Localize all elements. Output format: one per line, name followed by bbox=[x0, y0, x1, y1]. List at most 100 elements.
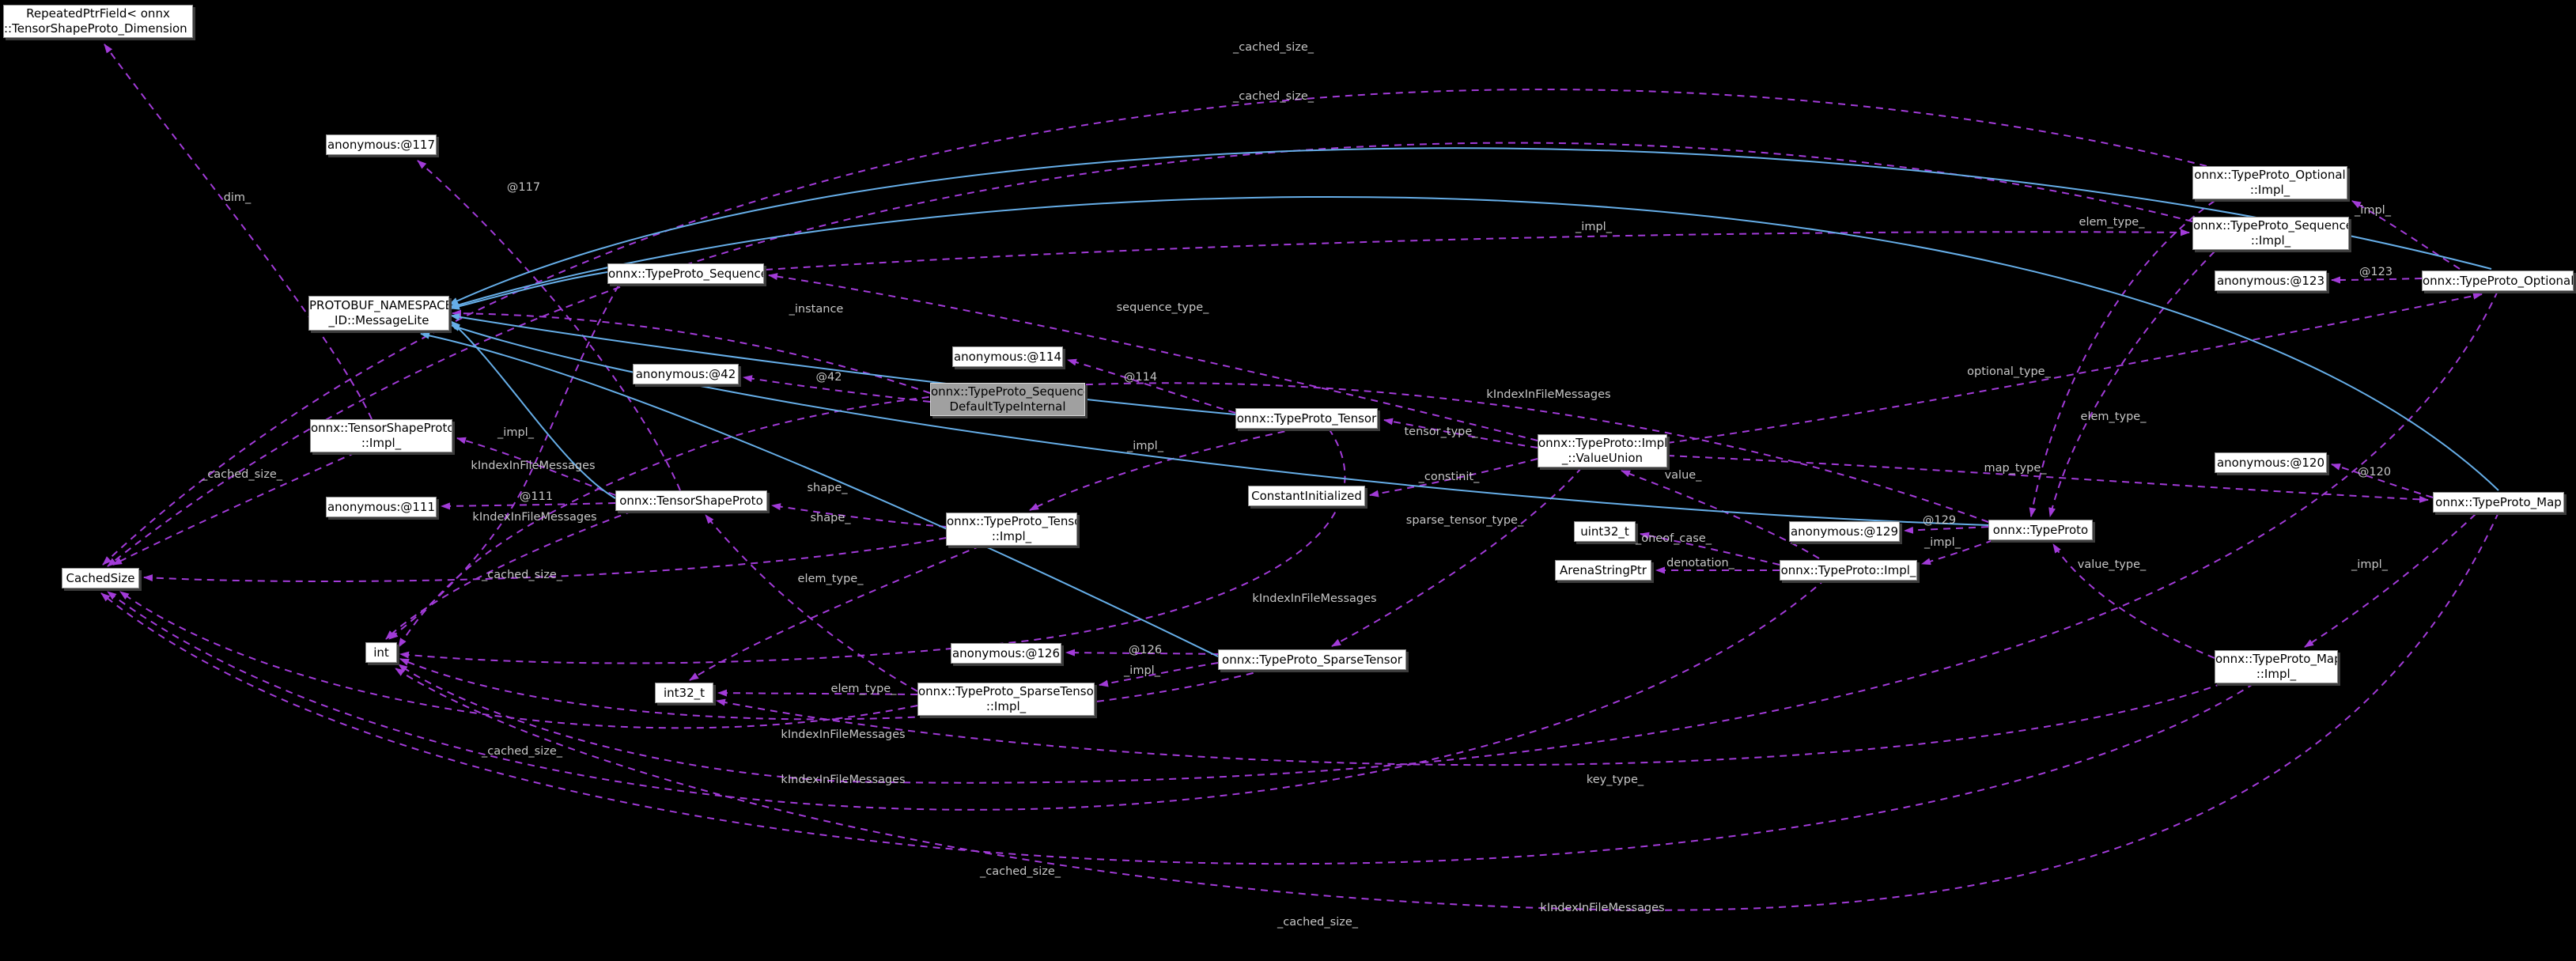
node-label-line: onnx::TypeProto_Sequence bbox=[608, 266, 764, 281]
node-typeproto-optional-impl[interactable]: onnx::TypeProto_Optional::Impl_ bbox=[2192, 166, 2347, 199]
edge-typeproto-tensor-to-anon-114 bbox=[1067, 358, 1236, 414]
edge-label-kIndexInFileMessages: kIndexInFileMessages bbox=[472, 511, 597, 524]
node-anon-117[interactable]: anonymous:@117 bbox=[326, 134, 437, 155]
node-repeated-ptr-field[interactable]: RepeatedPtrField< onnx::TensorShapeProto… bbox=[3, 5, 193, 38]
node-label-line: _ID::MessageLite bbox=[328, 313, 429, 327]
node-anon-123[interactable]: anonymous:@123 bbox=[2215, 271, 2327, 291]
node-label-line: anonymous:@114 bbox=[953, 349, 1062, 364]
edge-label--42: @42 bbox=[815, 371, 842, 384]
edge-label-kIndexInFileMessages: kIndexInFileMessages bbox=[1540, 902, 1665, 914]
node-label-line: onnx::TypeProto bbox=[1992, 522, 2089, 537]
edge-label--120: @120 bbox=[2357, 466, 2392, 479]
node-typeproto-sequence[interactable]: onnx::TypeProto_Sequence bbox=[607, 263, 764, 284]
node-label-line: anonymous:@126 bbox=[951, 645, 1061, 660]
node-label-line: onnx::TypeProto_SparseTensor bbox=[1222, 652, 1402, 667]
edge-label--123: @123 bbox=[2358, 266, 2393, 278]
edge-label--cached-size-: _cached_size_ bbox=[1277, 916, 1359, 929]
edge-typeproto-tensor-impl-to-int32-t bbox=[689, 545, 982, 681]
edge-label-optional-type-: optional_type_ bbox=[1967, 365, 2051, 378]
node-label-line: anonymous:@129 bbox=[1790, 524, 1899, 539]
edge-label--cached-size-: _cached_size_ bbox=[201, 468, 283, 481]
edge-label-key-type-: key_type_ bbox=[1586, 774, 1644, 786]
edge-valueunion-to-typeproto-map bbox=[1666, 455, 2429, 503]
edge-typeproto-sparsetensor-impl-to-cachedsize bbox=[119, 591, 918, 729]
edge-typeproto-tensor-impl-to-tensorshapeproto bbox=[771, 503, 947, 528]
node-label-line: _::ValueUnion bbox=[1561, 451, 1644, 465]
node-label-line: ::Impl_ bbox=[991, 529, 1032, 543]
edge-typeproto-impl-to-cachedsize bbox=[107, 569, 1836, 811]
node-message-lite[interactable]: PROTOBUF_NAMESPACE_ID::MessageLite bbox=[308, 296, 449, 331]
edge-typeproto-to-typeproto-impl bbox=[1921, 539, 1994, 566]
node-anon-120[interactable]: anonymous:@120 bbox=[2215, 452, 2327, 473]
edge-label--instance: _instance bbox=[789, 303, 844, 316]
node-typeproto-optional[interactable]: onnx::TypeProto_Optional bbox=[2422, 271, 2574, 291]
edge-label-map-type-: map_type_ bbox=[1984, 462, 2047, 475]
edge-label-kIndexInFileMessages: kIndexInFileMessages bbox=[471, 460, 596, 472]
node-typeproto-sequence-impl[interactable]: onnx::TypeProto_Sequence::Impl_ bbox=[2192, 217, 2349, 250]
edge-label-elem-type-: elem_type_ bbox=[830, 683, 897, 695]
edge-typeproto-tensor-impl-to-cachedsize bbox=[143, 537, 947, 582]
edge-typeproto-map-to-anon-120 bbox=[2331, 463, 2434, 498]
node-typeproto-tensor-impl[interactable]: onnx::TypeProto_Tensor::Impl_ bbox=[946, 513, 1077, 546]
node-label-line: ::Impl_ bbox=[361, 436, 402, 450]
node-typeproto-sparsetensor[interactable]: onnx::TypeProto_SparseTensor bbox=[1218, 649, 1406, 670]
node-typeproto-sparsetensor-impl[interactable]: onnx::TypeProto_SparseTensor::Impl_ bbox=[917, 683, 1095, 716]
edge-label-value-: value_ bbox=[1664, 469, 1702, 482]
edge-typeproto-sparsetensor-to-anon-126 bbox=[1065, 649, 1219, 656]
edge-tensorshapeproto-to-message-lite bbox=[450, 320, 616, 499]
edge-typeproto-map-to-int bbox=[395, 512, 2499, 911]
edge-typeproto-optional-to-message-lite bbox=[448, 147, 2492, 305]
node-label-line: onnx::TypeProto_Tensor bbox=[947, 514, 1077, 528]
node-typeproto-map-impl[interactable]: onnx::TypeProto_Map::Impl_ bbox=[2215, 650, 2338, 683]
edge-label--129: @129 bbox=[1922, 514, 1957, 527]
node-label-line: onnx::TypeProto_Sequence bbox=[931, 384, 1085, 399]
node-label-line: onnx::TypeProto_Tensor bbox=[1236, 411, 1377, 426]
edge-label-kIndexInFileMessages: kIndexInFileMessages bbox=[1252, 592, 1377, 605]
node-uint32-t[interactable]: uint32_t bbox=[1574, 521, 1636, 542]
edge-typeproto-optional-to-anon-123 bbox=[2331, 276, 2423, 284]
edge-tensorshapeproto-to-anon-117 bbox=[417, 160, 681, 491]
edge-typeproto-map-impl-to-typeproto bbox=[2052, 543, 2215, 659]
node-anon-114[interactable]: anonymous:@114 bbox=[952, 346, 1063, 367]
node-valueunion[interactable]: onnx::TypeProto::Impl_::ValueUnion bbox=[1538, 434, 1667, 467]
node-tensorshapeproto[interactable]: onnx::TensorShapeProto bbox=[615, 490, 767, 511]
edge-label-kIndexInFileMessages: kIndexInFileMessages bbox=[781, 774, 906, 786]
edge-label-elem-type-: elem_type_ bbox=[2079, 216, 2145, 229]
node-label-line: int32_t bbox=[663, 685, 705, 700]
edge-label--impl-: _impl_ bbox=[1575, 221, 1612, 233]
node-label-line: CachedSize bbox=[66, 570, 135, 585]
node-anon-111[interactable]: anonymous:@111 bbox=[326, 497, 437, 517]
node-label-line: anonymous:@111 bbox=[327, 499, 436, 514]
node-label-line: onnx::TypeProto_Sequence bbox=[2193, 218, 2349, 233]
edge-label--impl-: _impl_ bbox=[1124, 664, 1160, 677]
edge-label--constinit-: _constinit_ bbox=[1418, 471, 1480, 483]
node-label-line: onnx::TypeProto_SparseTensor bbox=[918, 684, 1095, 698]
node-tensorshapeproto-impl[interactable]: onnx::TensorShapeProto::Impl_ bbox=[310, 419, 452, 452]
node-typeproto-tensor[interactable]: onnx::TypeProto_Tensor bbox=[1235, 408, 1378, 429]
edge-typeproto-map-impl-to-int32-t bbox=[716, 683, 2223, 766]
node-int32-t[interactable]: int32_t bbox=[655, 683, 713, 703]
node-label-line: ArenaStringPtr bbox=[1560, 562, 1647, 577]
node-label-line: onnx::TypeProto::Impl_ bbox=[1780, 562, 1916, 577]
node-int[interactable]: int bbox=[365, 642, 397, 663]
edge-typeproto-optional-to-typeproto-optional-impl bbox=[2351, 200, 2461, 270]
node-typeproto-map[interactable]: onnx::TypeProto_Map bbox=[2433, 492, 2564, 513]
edge-label--117: @117 bbox=[506, 181, 541, 194]
node-typeproto-impl[interactable]: onnx::TypeProto::Impl_ bbox=[1780, 560, 1917, 581]
edge-typeproto-tensor-to-int bbox=[399, 428, 1346, 664]
node-anon-129[interactable]: anonymous:@129 bbox=[1789, 521, 1900, 542]
edge-tensorshapeproto-impl-to-repeated-ptr-field bbox=[104, 44, 373, 420]
node-arena-string-ptr[interactable]: ArenaStringPtr bbox=[1555, 560, 1651, 581]
node-anon-42[interactable]: anonymous:@42 bbox=[633, 364, 739, 384]
node-label-line: onnx::TensorShapeProto bbox=[311, 421, 452, 435]
node-cachedsize[interactable]: CachedSize bbox=[62, 568, 139, 588]
node-anon-126[interactable]: anonymous:@126 bbox=[951, 643, 1061, 664]
node-typeproto[interactable]: onnx::TypeProto bbox=[1988, 520, 2093, 540]
edge-tensorshapeproto-to-int bbox=[385, 510, 634, 640]
edge-label--impl-: _impl_ bbox=[1127, 440, 1163, 452]
edge-default-type-internal-to-anon-42 bbox=[743, 375, 931, 403]
edge-valueunion-to-typeproto-optional bbox=[1666, 292, 2483, 444]
node-label-line: anonymous:@123 bbox=[2216, 273, 2325, 288]
node-constant-initialized[interactable]: ConstantInitialized bbox=[1248, 486, 1365, 506]
